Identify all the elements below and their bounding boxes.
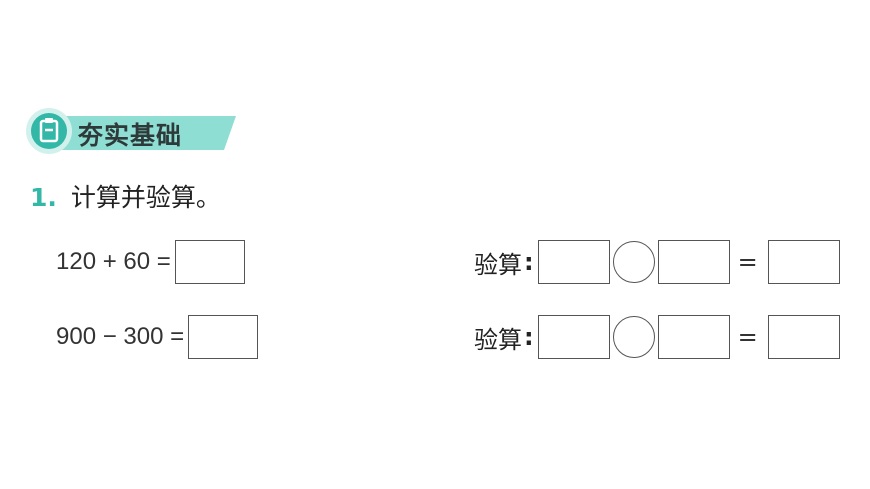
verify-result-box-1[interactable] (767, 240, 840, 284)
operator-circle-2[interactable] (612, 316, 655, 358)
verify-result-box-2[interactable] (767, 315, 840, 359)
verify-row-1: 验算 : = (474, 240, 840, 284)
verify-row-2: 验算 : = (474, 315, 840, 359)
verify-colon-1: : (524, 248, 534, 276)
question-text: 计算并验算。 (70, 183, 221, 212)
verify-label-1: 验算 (474, 250, 522, 279)
verify-operand-box-2a[interactable] (537, 315, 610, 359)
answer-box-1[interactable] (174, 240, 245, 284)
equals-sign-2: = (737, 323, 758, 351)
section-title: 夯实基础 (78, 121, 183, 150)
verify-operand-box-1b[interactable] (657, 240, 730, 284)
calc-row-2: 900 − 300 = (56, 315, 259, 359)
clipboard-icon (39, 118, 59, 143)
section-banner: 夯实基础 (26, 106, 236, 156)
answer-box-2[interactable] (188, 315, 259, 359)
verify-colon-2: : (524, 323, 534, 351)
verify-label-2: 验算 (474, 325, 522, 354)
equals-sign-1: = (737, 248, 758, 276)
expression-1: 120 + 60 = (56, 248, 171, 275)
verify-operand-box-1a[interactable] (537, 240, 610, 284)
question-number: 1. (30, 183, 57, 212)
operator-circle-1[interactable] (612, 241, 655, 283)
expression-2: 900 − 300 = (56, 323, 185, 350)
calc-row-1: 120 + 60 = (56, 240, 245, 284)
question-header: 1. 计算并验算。 (30, 178, 221, 214)
verify-operand-box-2b[interactable] (657, 315, 730, 359)
